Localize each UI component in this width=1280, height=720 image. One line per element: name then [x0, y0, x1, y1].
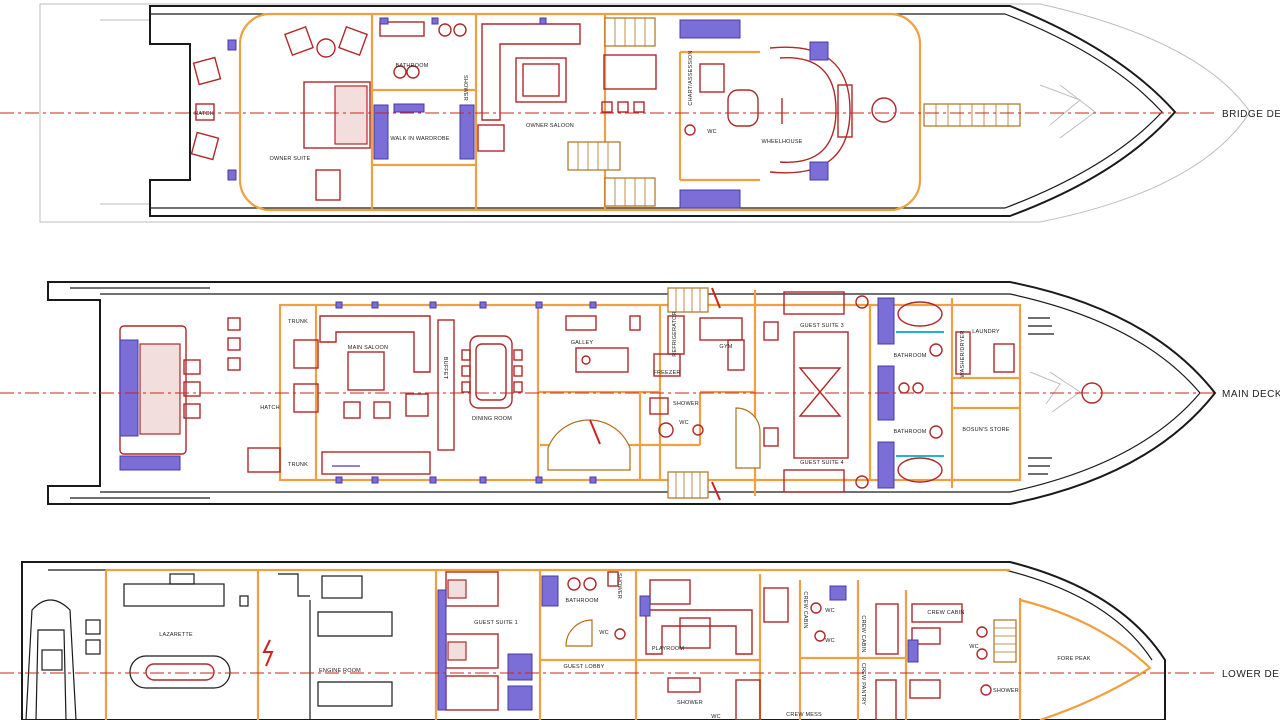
room-label: WC [825, 638, 835, 644]
room-label: GUEST SUITE 3 [800, 323, 844, 329]
room-label: BATHROOM [894, 353, 927, 359]
room-label: GALLEY [571, 340, 594, 346]
room-label: TRUNK [288, 462, 308, 468]
room-label: OWNER SALOON [526, 123, 574, 129]
room-label: WC [707, 129, 717, 135]
room-label: DINING ROOM [472, 416, 512, 422]
room-label: CREW PANTRY [860, 663, 866, 705]
room-label: CREW CABIN [802, 591, 808, 628]
room-label: MAIN SALOON [348, 345, 388, 351]
room-label: SHOWER [993, 688, 1019, 694]
room-label: OWNER SUITE [269, 156, 310, 162]
room-label: WALK IN WARDROBE [390, 136, 449, 142]
room-label: SHOWER [462, 75, 468, 101]
room-label: ENGINE ROOM [319, 668, 361, 674]
room-label: TRUNK [288, 319, 308, 325]
room-label: WC [599, 630, 609, 636]
room-label: SHOWER [673, 401, 699, 407]
room-label: BATHROOM [566, 598, 599, 604]
room-label: CREW CABIN [927, 610, 964, 616]
lower-deck: LOWER DECK LAZARETTE ENGINE ROOM GUEST S… [0, 561, 1280, 720]
room-label: HATCH [194, 111, 214, 117]
room-label: FREEZER [653, 370, 680, 376]
room-label: GUEST SUITE 4 [800, 460, 844, 466]
room-label: SHOWER [677, 700, 703, 706]
room-label: BOSUN'S STORE [962, 427, 1009, 433]
bridge-deck: BRIDGE DECK BATHROOM SHOWER WALK IN WARD… [0, 3, 1280, 223]
room-label: WC [711, 714, 721, 720]
room-label: WC [969, 644, 979, 650]
deck-label: MAIN DECK [1222, 389, 1280, 400]
room-label: FORE PEAK [1057, 656, 1090, 662]
room-label: HATCH [260, 405, 280, 411]
room-label: LAZARETTE [159, 632, 193, 638]
room-label: CREW MESS [786, 712, 822, 718]
room-label: WHEELHOUSE [761, 139, 802, 145]
room-label: BUFFET [442, 357, 448, 380]
room-label: CREW CABIN [860, 615, 866, 652]
room-label: GUEST LOBBY [564, 664, 605, 670]
room-label: GYM [719, 344, 732, 350]
room-label: CHART/ASSESSION [688, 50, 694, 105]
room-label: WASHER/DRYER [960, 330, 966, 377]
room-label: WC [825, 608, 835, 614]
deck-label: BRIDGE DECK [1222, 109, 1280, 120]
room-label: BATHROOM [396, 63, 429, 69]
room-label: BATHROOM [894, 429, 927, 435]
deck-label: LOWER DECK [1222, 669, 1280, 680]
room-label: REFRIGERATOR [672, 311, 678, 357]
room-label: SHOWER [616, 573, 622, 599]
room-label: WC [679, 420, 689, 426]
room-label: GUEST SUITE 1 [474, 620, 518, 626]
room-label: LAUNDRY [972, 329, 1000, 335]
main-deck: MAIN DECK TRUNK MAIN SALOON BUFFET DININ… [0, 281, 1280, 505]
room-label: PLAYROOM [652, 646, 685, 652]
